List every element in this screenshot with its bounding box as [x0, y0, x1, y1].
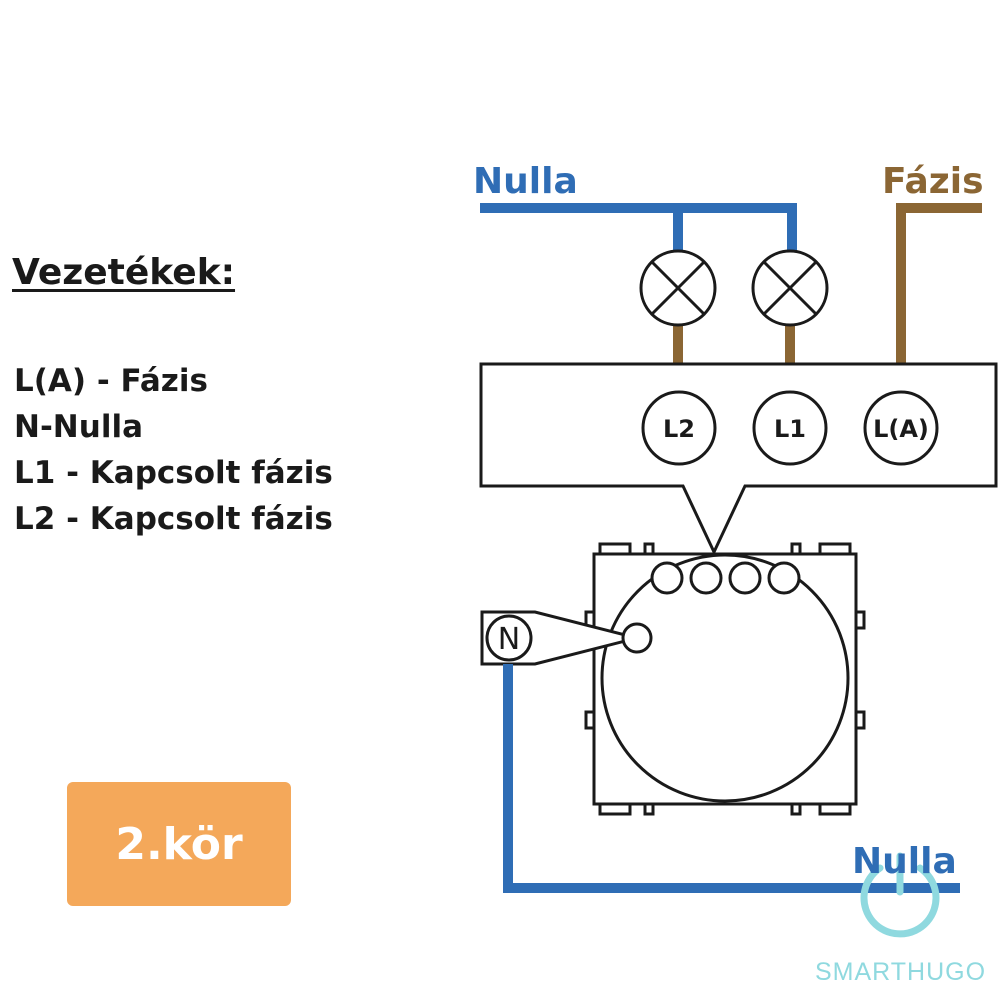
legend-item-l1: L1 - Kapcsolt fázis: [14, 455, 333, 491]
brand-logo-icon: [860, 852, 940, 938]
terminal-la-label: L(A): [873, 415, 929, 443]
neutral-wire-top: [480, 203, 797, 252]
legend-list: L(A) - Fázis N-Nulla L1 - Kapcsolt fázis…: [14, 358, 333, 542]
module-neutral-hole: [621, 622, 653, 654]
brand-name: SMARTHUGO: [815, 958, 987, 986]
neutral-top-label: Nulla: [473, 161, 578, 202]
legend-item-l2: L2 - Kapcsolt fázis: [14, 501, 333, 537]
lamp-icon: [751, 249, 829, 327]
terminal-block: [479, 362, 998, 556]
legend-title: Vezetékek:: [12, 252, 236, 293]
terminal-l2-label: L2: [663, 415, 695, 443]
terminal-n-label: N: [498, 622, 520, 657]
terminal-n: [485, 614, 533, 662]
legend-item-la: L(A) - Fázis: [14, 363, 208, 399]
phase-label: Fázis: [882, 161, 984, 202]
phase-wire: [896, 203, 982, 388]
circuit-badge: 2.kör: [67, 782, 291, 906]
terminal-l2: [641, 390, 717, 466]
neutral-wire-bottom: [503, 664, 960, 893]
lamp-icon: [639, 249, 717, 327]
neutral-bottom-label: Nulla: [852, 841, 957, 882]
terminal-l1: [752, 390, 828, 466]
terminal-l1-label: L1: [774, 415, 806, 443]
switch-module: [584, 542, 866, 816]
terminal-la: [863, 390, 939, 466]
module-connector-holes: [650, 561, 801, 595]
legend-item-n: N-Nulla: [14, 409, 143, 445]
